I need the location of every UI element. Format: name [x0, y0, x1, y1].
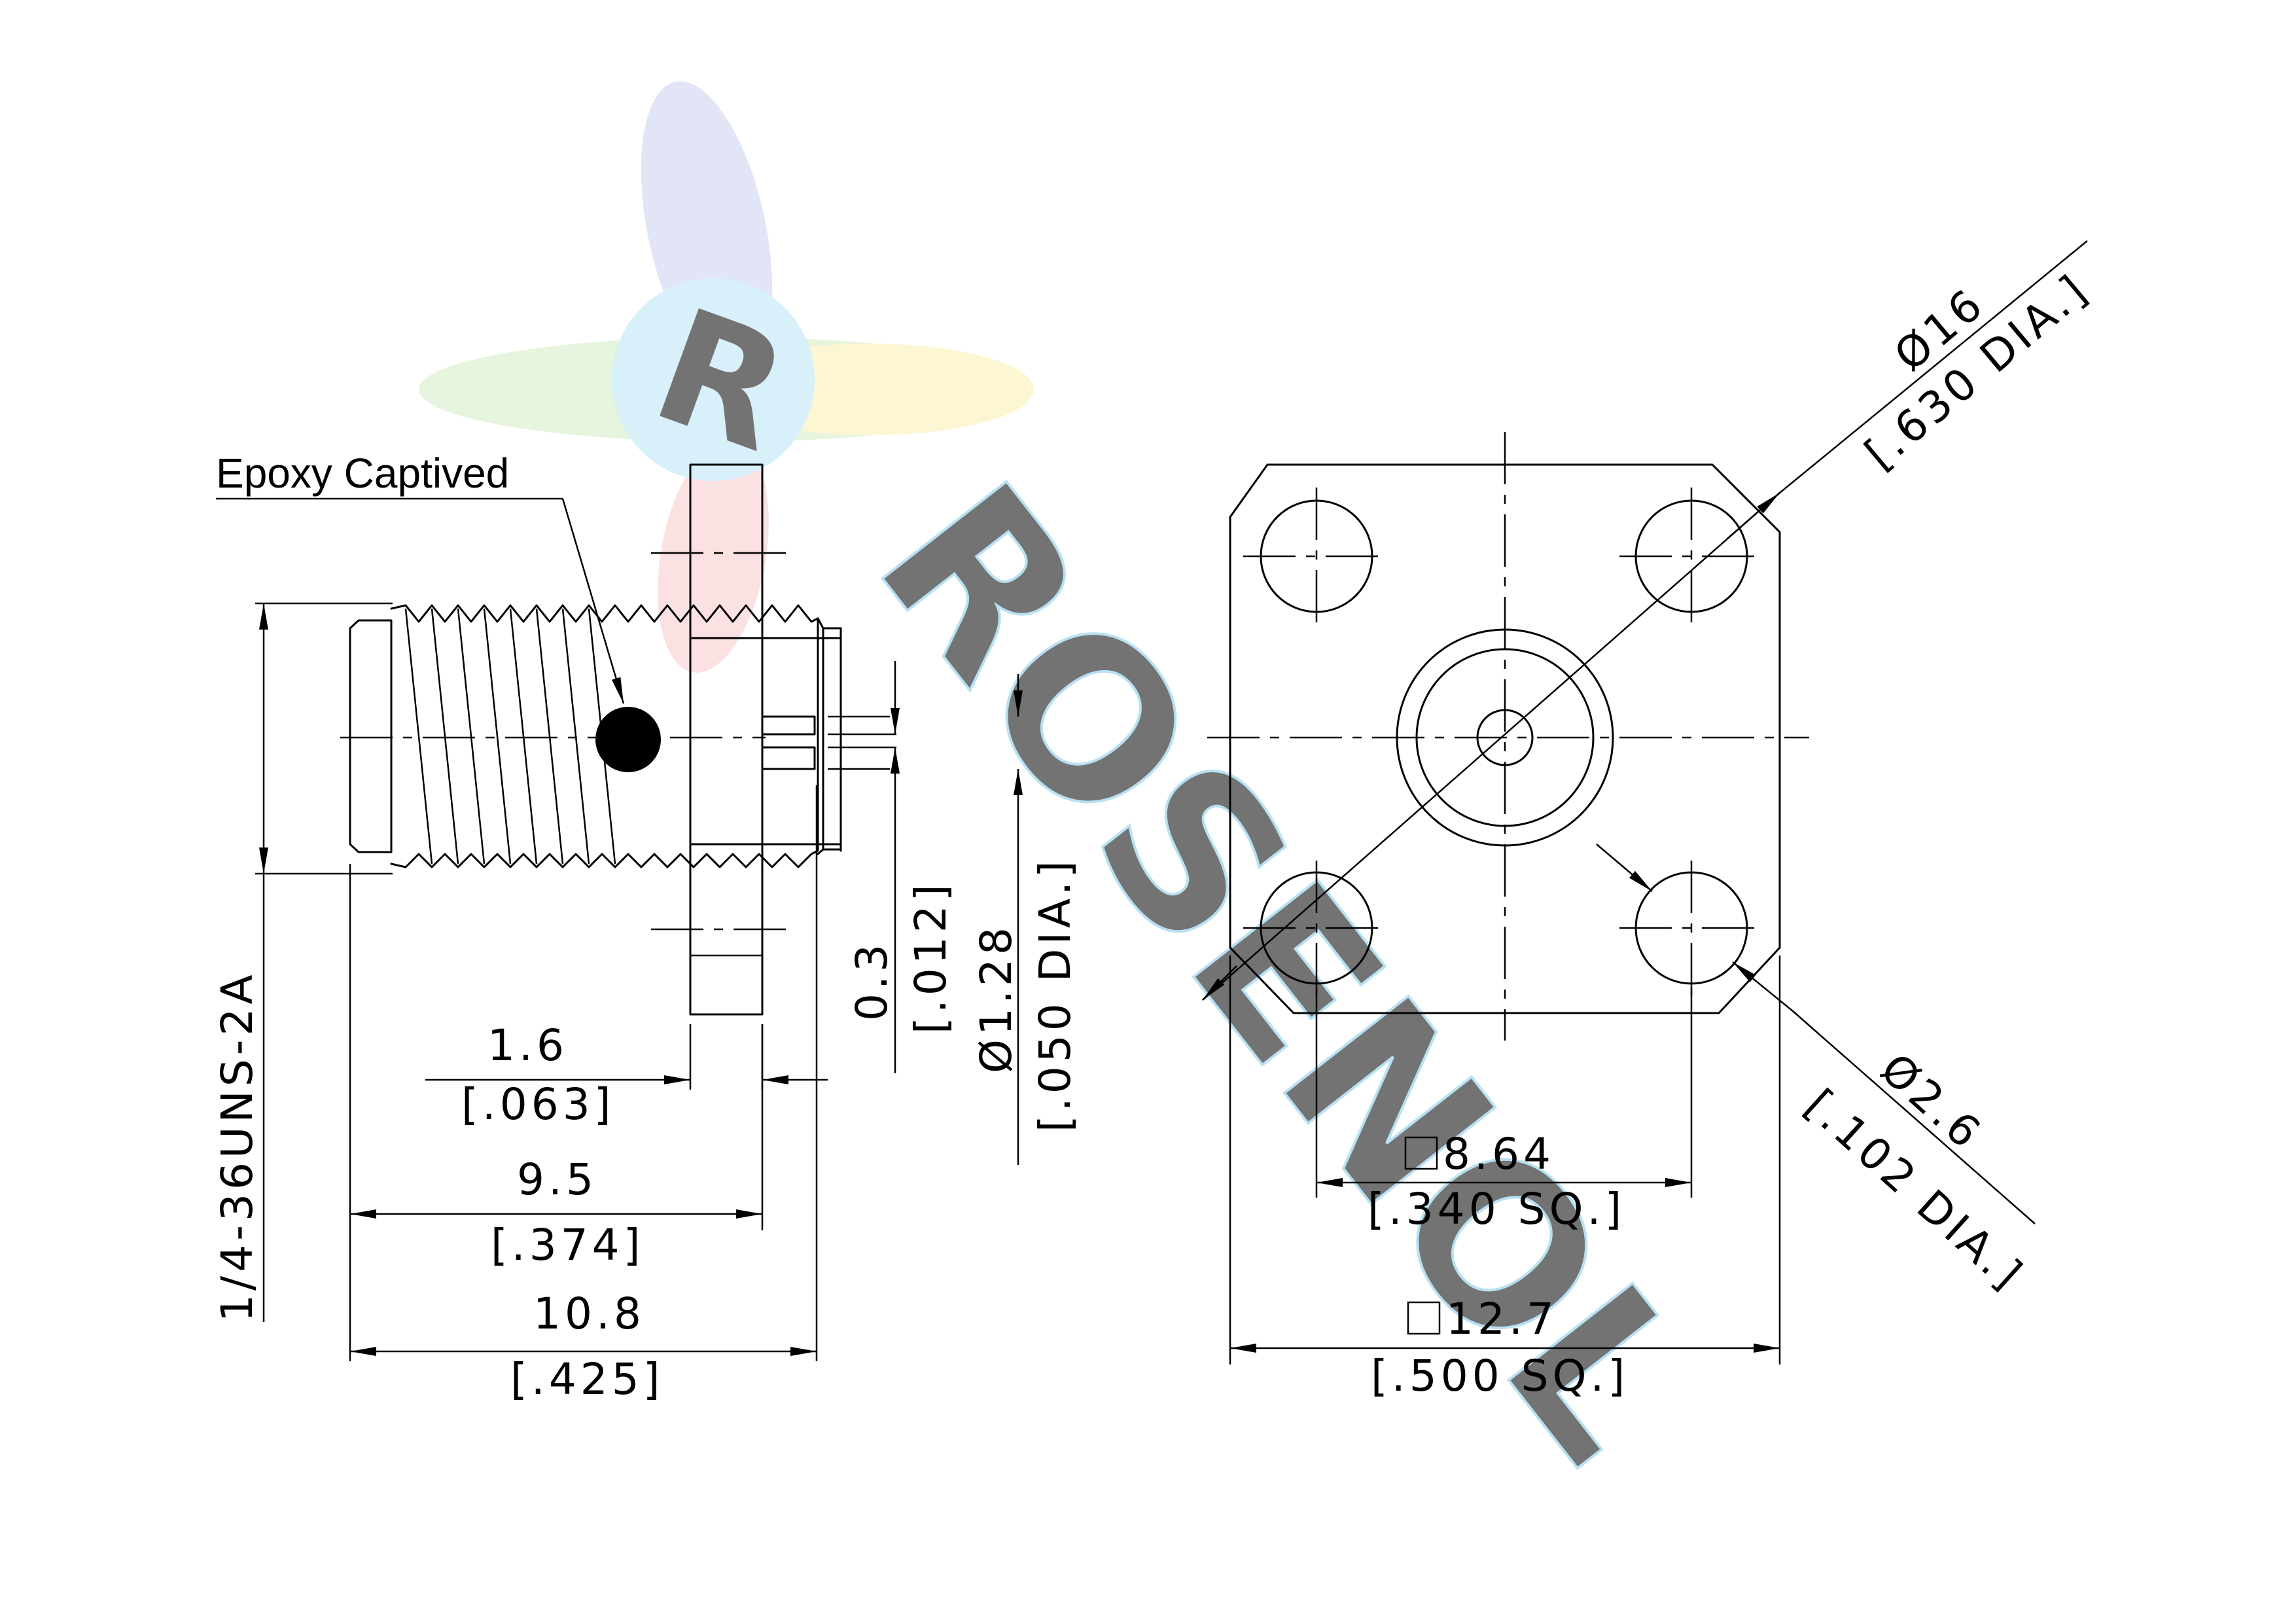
flange-thickness-mm: 1.6 — [487, 1020, 568, 1071]
watermark-brand-text: ROSENOL — [829, 438, 1740, 1506]
epoxy-leader: Epoxy Captived — [216, 450, 625, 704]
epoxy-label: Epoxy Captived — [216, 450, 509, 497]
overall-length-mm: 10.8 — [533, 1289, 645, 1339]
pin-dia-in: [.050 DIA.] — [1030, 857, 1080, 1132]
pin-step-in: [.012] — [906, 881, 956, 1034]
body-length-dimension: 9.5 [.374] — [349, 864, 764, 1361]
watermark-logo: R — [419, 81, 1034, 673]
hole-spacing-dimension: 8.64 [.340 SQ.] — [1315, 988, 1693, 1234]
thread-label: 1/4-36UNS-2A — [212, 971, 262, 1322]
pin-dia-dimension: Ø1.28 [.050 DIA.] — [971, 674, 1080, 1165]
overall-length-in: [.425] — [510, 1354, 663, 1404]
body-length-in: [.374] — [491, 1220, 644, 1270]
flange-size-in: [.500 SQ.] — [1371, 1351, 1629, 1401]
front-view — [1207, 432, 1809, 1041]
svg-text:ROSENOL: ROSENOL — [830, 440, 1739, 1505]
hole-spacing-in: [.340 SQ.] — [1368, 1184, 1625, 1234]
overall-length-dimension: 10.8 [.425] — [350, 785, 818, 1404]
thread-dimension: 1/4-36UNS-2A — [212, 602, 393, 1322]
flange-thickness-in: [.063] — [461, 1079, 614, 1130]
hole-dia-dimension: Ø2.6 [.102 DIA.] — [1596, 844, 2036, 1301]
side-view — [340, 463, 896, 1016]
pin-step-dimension: 0.3 [.012] — [847, 661, 956, 1073]
body-length-mm: 9.5 — [517, 1154, 597, 1205]
pin-step-mm: 0.3 — [847, 940, 897, 1021]
epoxy-dot — [595, 707, 661, 772]
flange-size-mm: 12.7 — [1446, 1294, 1558, 1344]
flange-thickness-dimension: 1.6 [.063] — [425, 1020, 828, 1130]
hole-spacing-mm: 8.64 — [1443, 1129, 1555, 1179]
pin-dia-mm: Ø1.28 — [971, 923, 1021, 1073]
flange-size-dimension: 12.7 [.500 SQ.] — [1229, 955, 1781, 1401]
